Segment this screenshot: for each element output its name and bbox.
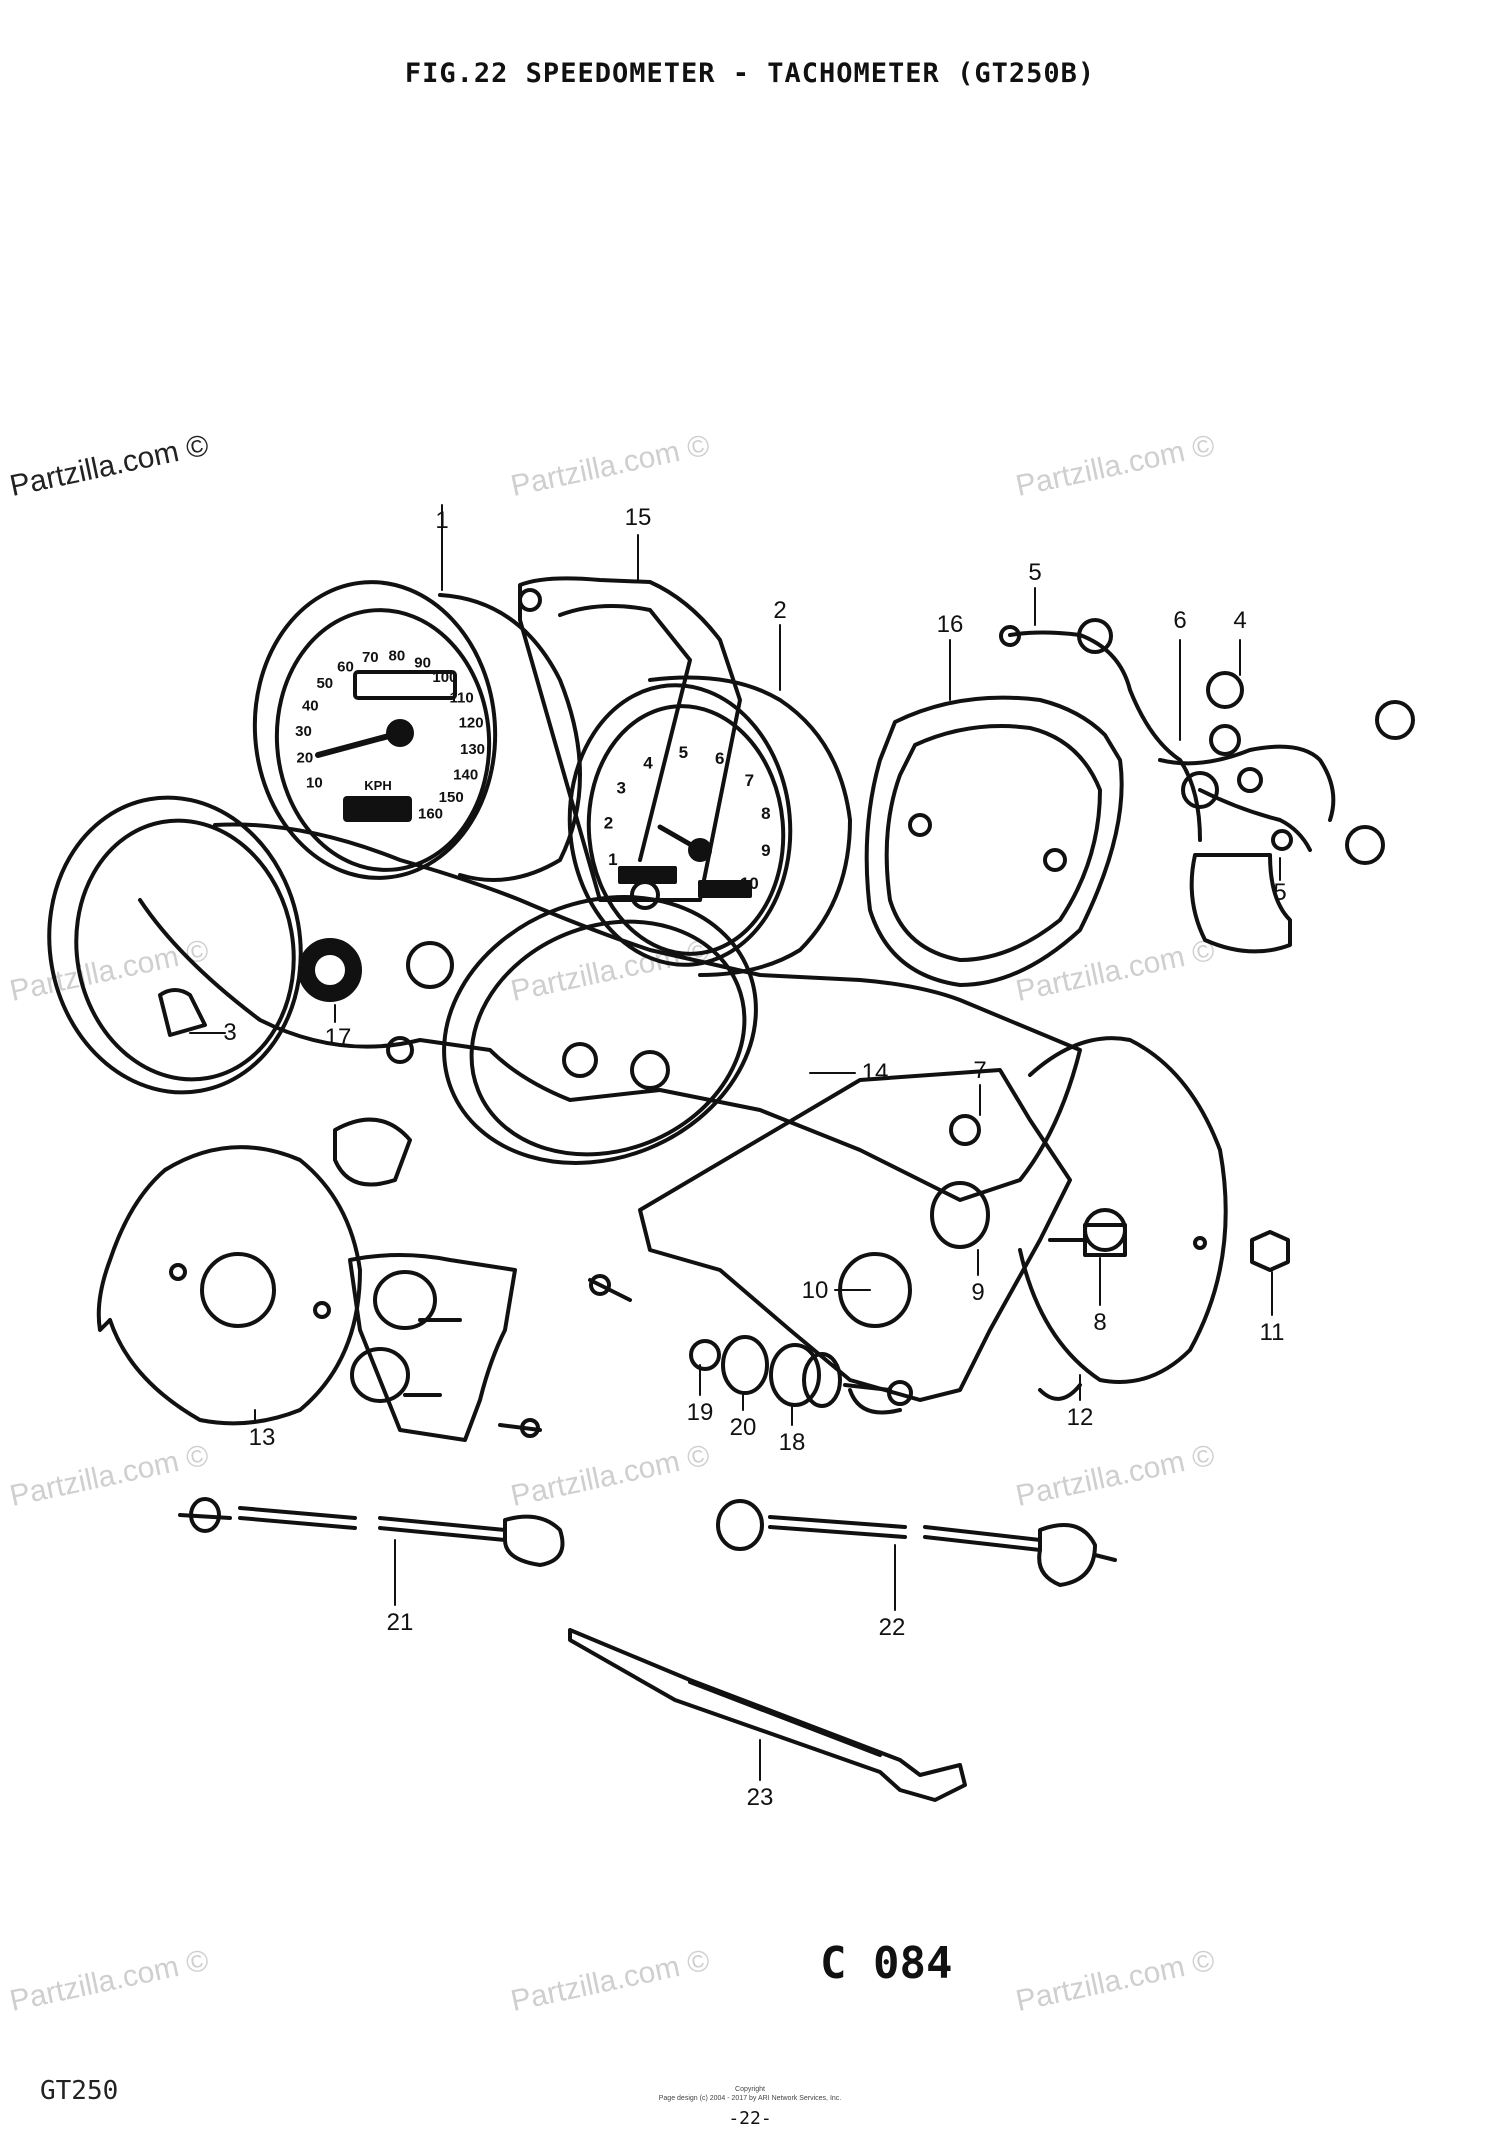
callout-6: 6 (1173, 607, 1186, 634)
speedometer-numeral: 130 (460, 741, 485, 758)
speedometer-numeral: 70 (362, 649, 379, 666)
callout-10: 10 (802, 1277, 829, 1304)
callout-13: 13 (249, 1424, 276, 1451)
copyright-label: Copyright (735, 2086, 765, 2093)
speedometer-numeral: 10 (306, 775, 323, 792)
tachometer-numeral: 3 (616, 779, 625, 798)
tachometer-face-numerals: 1 234 5 6 78 910 (604, 743, 771, 893)
page-number: -22- (728, 2108, 772, 2129)
part-22-tachometer-cable (716, 1499, 1117, 1587)
tachometer-numeral: 8 (761, 804, 770, 823)
speedometer-unit-label: KPH (364, 778, 391, 793)
callout-15: 15 (625, 504, 652, 531)
diagram-code: C 084 (820, 1938, 953, 1989)
page-title: FIG.22 SPEEDOMETER - TACHOMETER (GT250B) (404, 58, 1096, 89)
callout-8: 8 (1093, 1309, 1106, 1336)
part-1-speedometer (252, 580, 582, 882)
callout-20: 20 (730, 1414, 757, 1441)
speedometer-numeral: 30 (295, 723, 312, 740)
callout-18: 18 (779, 1429, 806, 1456)
callout-16: 16 (937, 611, 964, 638)
part-12-cover (588, 1036, 1228, 1415)
callout-5-top: 5 (1028, 559, 1041, 586)
tachometer-numeral: 10 (740, 874, 759, 893)
speedometer-numeral: 60 (337, 658, 354, 675)
tachometer-numeral: 7 (745, 771, 754, 790)
speedometer-numeral: 80 (389, 648, 406, 665)
callout-12: 12 (1067, 1404, 1094, 1431)
tachometer-numeral: 2 (604, 813, 613, 832)
tachometer-numeral: 1 (608, 850, 617, 869)
part-2-tachometer (567, 675, 852, 977)
callout-23: 23 (747, 1784, 774, 1811)
speedometer-numeral: 120 (459, 714, 484, 731)
callout-22: 22 (879, 1614, 906, 1641)
speedometer-numeral: 20 (297, 750, 314, 767)
callout-17: 17 (325, 1024, 352, 1051)
part-11-nut (1250, 1230, 1290, 1272)
callout-7: 7 (973, 1057, 986, 1084)
lamp-harness (999, 618, 1415, 954)
part-16-gasket (864, 695, 1124, 987)
callout-14: 14 (862, 1059, 889, 1086)
callout-labels: 1 2 3 4 5 5 6 7 8 9 10 11 12 13 14 15 16… (223, 504, 1286, 1811)
part-15-bracket (518, 576, 742, 902)
speedometer-numeral: 90 (414, 654, 431, 671)
speedometer-numeral: 140 (453, 767, 478, 784)
speedometer-numeral: 100 (432, 669, 457, 686)
speedometer-numeral: 50 (316, 675, 333, 692)
tachometer-numeral: 9 (761, 841, 770, 860)
callout-9: 9 (971, 1279, 984, 1306)
part-17-indicator (298, 938, 362, 1002)
callout-3: 3 (223, 1019, 236, 1046)
callout-1: 1 (435, 507, 448, 534)
lower-left-bracket (348, 1253, 542, 1442)
callout-21: 21 (387, 1609, 414, 1636)
model-label: GT250 (40, 2076, 119, 2106)
callout-2: 2 (773, 597, 786, 624)
tachometer-numeral: 4 (643, 753, 653, 772)
part-13-cover (96, 1145, 362, 1426)
speedometer-numeral: 150 (439, 789, 464, 806)
part-23-strap (568, 1628, 967, 1802)
parts-18-19-20 (689, 1335, 913, 1408)
tachometer-numeral: 6 (715, 749, 724, 768)
speedometer-numeral: 40 (302, 697, 319, 714)
callout-4: 4 (1233, 607, 1246, 634)
speedometer-numeral: 110 (449, 690, 473, 707)
tachometer-numeral: 5 (679, 743, 688, 762)
copyright-line: Page design (c) 2004 - 2017 by ARI Netwo… (658, 2095, 842, 2102)
part-14-housing (47, 795, 1082, 1202)
callout-5-bottom: 5 (1273, 879, 1286, 906)
speedometer-numeral: 160 (418, 806, 443, 823)
callout-19: 19 (687, 1399, 714, 1426)
callout-leaders (189, 504, 1281, 1781)
callout-11: 11 (1260, 1319, 1285, 1346)
part-21-speedometer-cable (178, 1497, 565, 1567)
